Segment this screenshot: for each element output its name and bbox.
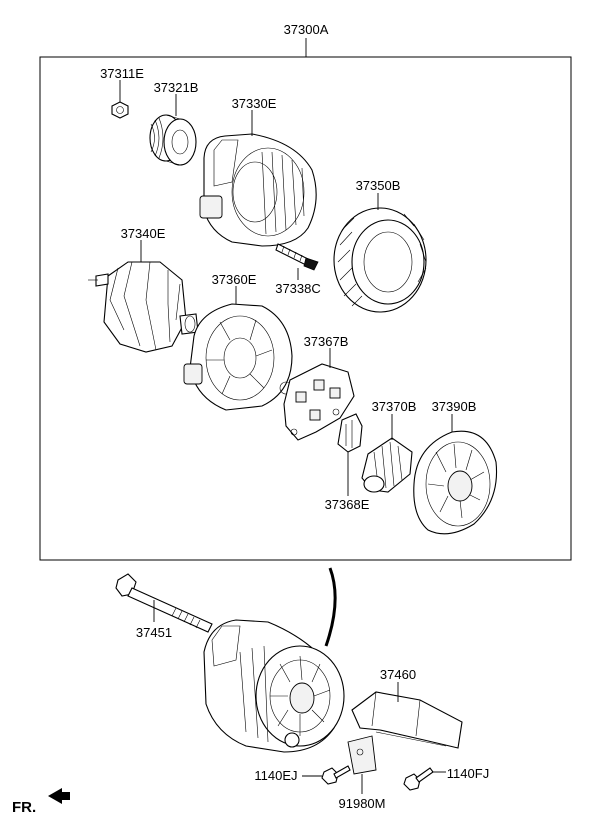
label-37340E: 37340E [121,226,166,241]
alternator-assembly-part [203,619,345,753]
label-37370B: 37370B [372,399,417,414]
stud-bolt-part [275,243,319,271]
front-marker-label: FR. [12,799,36,816]
bolt-1140EJ-part [321,765,351,785]
label-91980M: 91980M [339,796,386,811]
rear-housing-part [183,303,293,411]
nut-part [111,101,129,119]
brush-holder-part [337,413,363,453]
assembly-label: 37300A [284,22,329,37]
label-37360E: 37360E [212,272,257,287]
front-arrow-icon [48,788,70,804]
label-37311E: 37311E [100,66,144,81]
stator-part [333,207,427,313]
label-1140EJ: 1140EJ [254,768,297,783]
label-37460: 37460 [380,667,416,682]
label-1140FJ: 1140FJ [447,766,489,781]
long-bolt-part [115,573,213,633]
label-37330E: 37330E [232,96,277,111]
rear-cover-part [413,430,498,535]
label-37451: 37451 [136,625,172,640]
label-37390B: 37390B [432,399,477,414]
label-37367B: 37367B [304,334,349,349]
label-37321B: 37321B [154,80,199,95]
rectifier-part [283,363,355,441]
label-37350B: 37350B [356,178,401,193]
label-37338C: 37338C [275,281,321,296]
label-37368E: 37368E [325,497,370,512]
pulley-part [149,114,197,166]
bracket-part [347,691,463,775]
rotor-part [88,261,199,353]
front-housing-part [199,133,317,247]
assembly-leader [324,567,337,647]
assembly-frame [39,56,572,561]
bolt-1140FJ-part [403,767,434,791]
regulator-part [361,437,413,493]
